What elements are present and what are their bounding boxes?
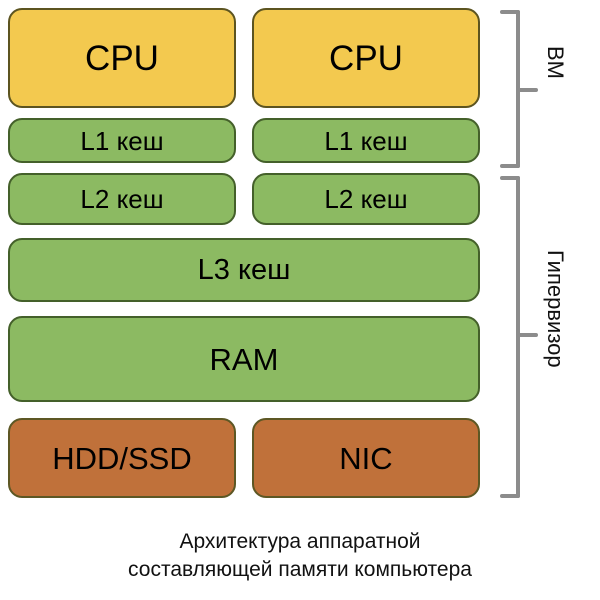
bracket-label-hypervisor: Гипервизор — [543, 250, 568, 368]
bracket-arm-bottom — [500, 494, 520, 498]
block-l2-cache-right: L2 кеш — [252, 173, 480, 225]
bracket-vm — [500, 10, 538, 168]
caption-line-1: Архитектура аппаратной — [179, 530, 421, 553]
block-l3-cache: L3 кеш — [8, 238, 480, 302]
bracket-label-vm: ВМ — [543, 46, 568, 79]
block-label: HDD/SSD — [52, 440, 192, 476]
block-l1-cache-right: L1 кеш — [252, 118, 480, 163]
block-cpu-left: CPU — [8, 8, 236, 108]
block-ram: RAM — [8, 316, 480, 402]
block-label: L1 кеш — [324, 125, 408, 156]
bracket-arm-bottom — [500, 164, 520, 168]
block-label: NIC — [339, 440, 393, 476]
block-label: L2 кеш — [324, 184, 408, 214]
block-label: RAM — [209, 341, 279, 377]
diagram-caption: Архитектура аппаратной составляющей памя… — [0, 528, 600, 583]
block-hdd-ssd: HDD/SSD — [8, 418, 236, 498]
block-cpu-right: CPU — [252, 8, 480, 108]
block-label: L1 кеш — [80, 125, 164, 156]
block-label: CPU — [85, 38, 159, 78]
block-l1-cache-left: L1 кеш — [8, 118, 236, 163]
bracket-tick-middle — [516, 333, 538, 337]
caption-line-2: составляющей памяти компьютера — [128, 557, 472, 581]
block-label: L2 кеш — [80, 184, 164, 214]
block-l2-cache-left: L2 кеш — [8, 173, 236, 225]
bracket-arm-top — [500, 176, 520, 180]
block-label: CPU — [329, 38, 403, 78]
bracket-spine — [516, 176, 520, 498]
bracket-arm-top — [500, 10, 520, 14]
block-label: L3 кеш — [197, 253, 291, 286]
bracket-hypervisor — [500, 176, 538, 498]
block-nic: NIC — [252, 418, 480, 498]
bracket-tick-middle — [516, 88, 538, 92]
